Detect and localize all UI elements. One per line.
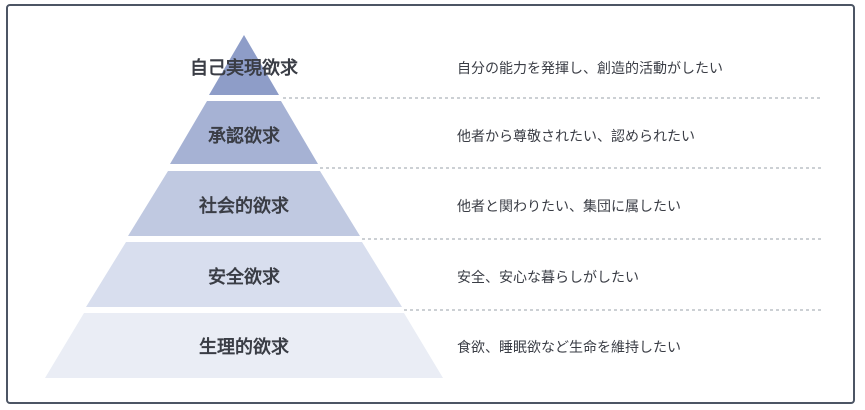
pyramid-tier-physiological (45, 313, 443, 378)
level-description-safety: 安全、安心な暮らしがしたい (457, 269, 639, 286)
level-description-esteem: 他者から尊敬されたい、認められたい (457, 128, 695, 145)
level-label-social: 社会的欲求 (199, 195, 290, 217)
pyramid-tier-esteem (170, 101, 318, 164)
level-label-safety: 安全欲求 (208, 266, 281, 288)
level-description-physiological: 食欲、睡眠欲など生命を維持したい (457, 339, 681, 356)
level-label-physiological: 生理的欲求 (199, 336, 290, 358)
level-description-social: 他者と関わりたい、集団に属したい (457, 198, 681, 215)
level-label-esteem: 承認欲求 (208, 125, 281, 147)
pyramid-tier-safety (86, 242, 402, 307)
pyramid-tier-social (128, 171, 360, 236)
level-label-self-actualization: 自己実現欲求 (190, 57, 299, 79)
level-description-self-actualization: 自分の能力を発揮し、創造的活動がしたい (457, 61, 723, 77)
pyramid-tier-self-actualization (209, 35, 279, 95)
